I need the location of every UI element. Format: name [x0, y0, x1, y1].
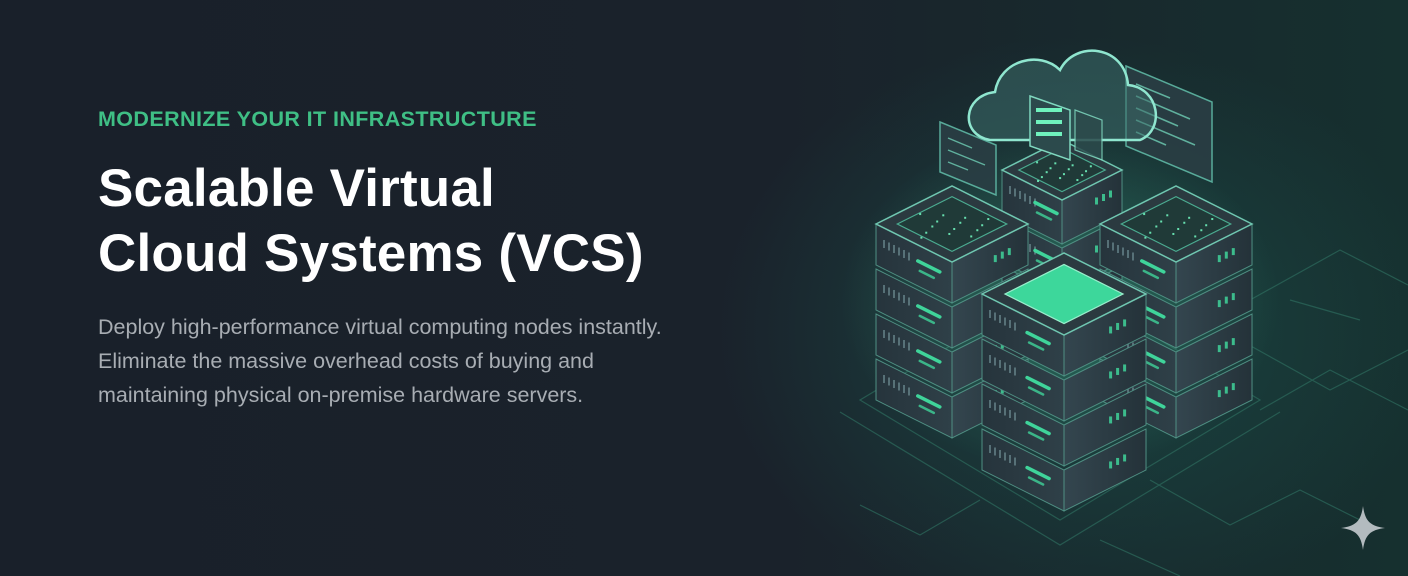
page-title: Scalable Virtual Cloud Systems (VCS): [98, 156, 798, 286]
sparkle-icon: [1341, 506, 1385, 550]
hero-copy: MODERNIZE YOUR IT INFRASTRUCTURE Scalabl…: [98, 104, 798, 412]
description-line-1: Deploy high-performance virtual computin…: [98, 315, 662, 339]
data-beams: [1021, 148, 1099, 290]
headline-line-2: Cloud Systems (VCS): [98, 224, 644, 283]
floating-window-left: [939, 120, 997, 197]
cloud-server-rack-illustration: [839, 49, 1408, 576]
cloud-icon: [967, 49, 1158, 162]
server-rack-front: [980, 252, 1148, 512]
hero-description: Deploy high-performance virtual computin…: [98, 310, 798, 412]
eyebrow-text: MODERNIZE YOUR IT INFRASTRUCTURE: [98, 107, 537, 131]
headline-line-1: Scalable Virtual: [98, 159, 495, 218]
description-line-2: Eliminate the massive overhead costs of …: [98, 349, 594, 373]
description-line-3: maintaining physical on-premise hardware…: [98, 383, 584, 407]
